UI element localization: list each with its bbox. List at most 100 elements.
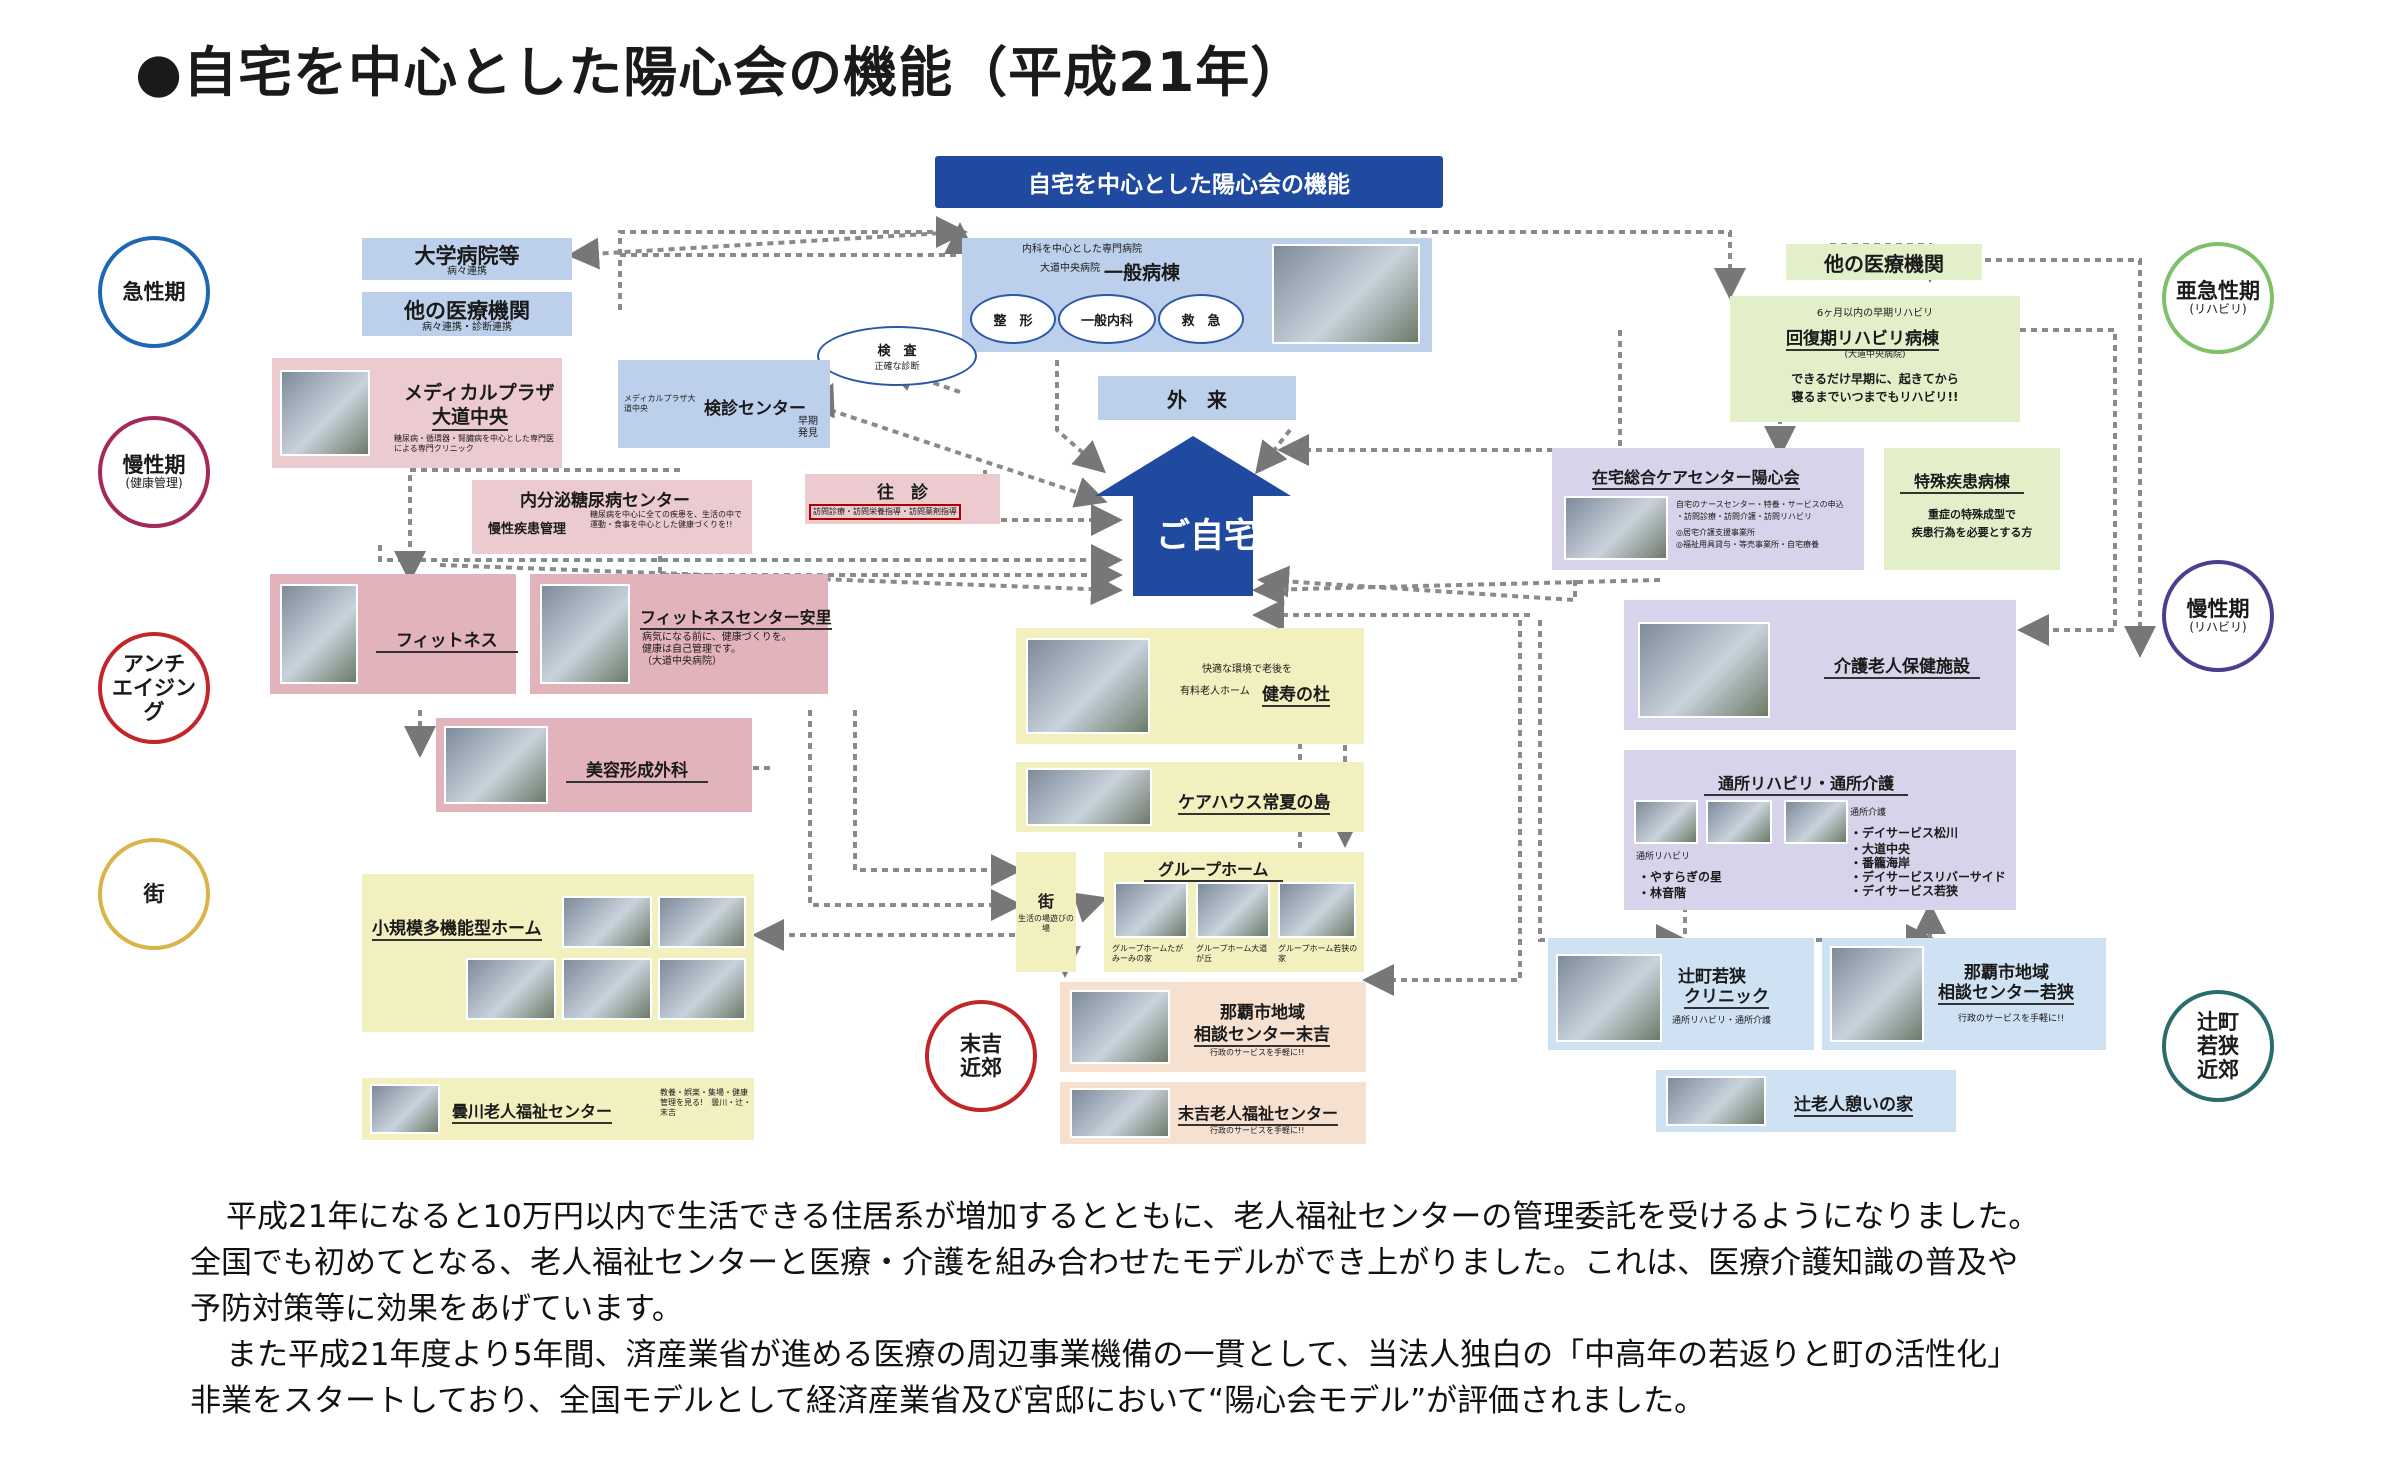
node-title: 在宅総合ケアセンター陽心会 <box>1592 464 1800 490</box>
node-title: 往 診 <box>877 483 928 503</box>
node-special-ward: 特殊疾患病棟 重症の特殊成型で 疾患行為を必要とする方 <box>1884 448 2060 570</box>
node-title: メディカルプラザ <box>404 382 555 404</box>
node-title: 健寿の杜 <box>1262 680 1330 707</box>
node-diabetes-center: 内分泌糖尿病センター 慢性疾患管理 糖尿病を中心に全ての疾患を、生活の中で運動・… <box>472 480 752 554</box>
phase-label: 街 <box>143 881 165 906</box>
facility-photo <box>1564 496 1668 560</box>
care-item: ・デイサービス若狭 <box>1850 884 1959 898</box>
node-naha-sueyoshi-center: 那覇市地域 相談センター末吉 行政のサービスを手軽に!! <box>1060 982 1366 1072</box>
node-title: 検 査 <box>877 344 917 359</box>
facility-photo <box>1666 1076 1766 1126</box>
node-title: 辻町若狭 <box>1678 967 1746 987</box>
phase-town: 街 <box>98 838 210 950</box>
node-title: フィットネス <box>376 626 518 653</box>
dept-orthopedics: 整 形 <box>970 294 1056 344</box>
node-sub-2: 健康は自己管理です。 <box>642 644 741 655</box>
gym-photo <box>280 584 358 684</box>
node-title: 一般病棟 <box>1104 262 1181 284</box>
node-small-multifunctional-home: 小規模多機能型ホーム <box>362 874 754 1032</box>
node-sogawa-welfare-center: 曇川老人福祉センター 教養・娯楽・集場・健康管理を見る! 曇川・辻・末吉 <box>362 1078 754 1140</box>
facility-photo <box>466 958 556 1020</box>
facility-photo <box>1196 882 1270 938</box>
node-sub-2: 寝るまでいつまでもリハビリ!! <box>1791 390 1959 404</box>
facility-photo <box>1784 800 1848 844</box>
node-day-rehab: 通所リハビリ・通所介護 通所リハビリ ・やすらぎの星 ・林音階 通所介護 ・デイ… <box>1624 750 2016 910</box>
node-other-hospital-right: 他の医療機関 <box>1786 244 1982 280</box>
node-outpatient: 外 来 <box>1098 376 1296 420</box>
node-kenju-no-mori: 快適な環境で老後を 有料老人ホーム 健寿の杜 <box>1016 628 1364 744</box>
phase-sublabel: (リハビリ) <box>2189 620 2247 635</box>
node-tag: 早期 <box>798 416 818 427</box>
facility-photo <box>658 896 746 948</box>
dept-internal-medicine: 一般内科 <box>1058 294 1156 344</box>
node-caption: 内科を中心とした専門病院 <box>1022 244 1142 255</box>
node-university-hospital: 大学病院等 病々連携 <box>362 238 572 280</box>
body-paragraph-line: 平成21年になると10万円以内で生活できる住居系が増加するとともに、老人福祉セン… <box>226 1199 2040 1235</box>
node-title: 他の医療機関 <box>404 299 530 323</box>
node-sub-3: （大道中央病院） <box>642 656 722 667</box>
node-title-2: 大道中央 <box>432 402 509 431</box>
phase-label: 急性期 <box>122 279 186 304</box>
node-sub: 通所リハビリ・通所介護 <box>1672 1016 1772 1026</box>
node-medical-plaza: メディカルプラザ 大道中央 糖尿病・循環器・腎臓病を中心とした専門医による専門ク… <box>272 358 562 468</box>
node-rehab-ward: 6ヶ月以内の早期リハビリ 回復期リハビリ病棟 (大道中央病院) できるだけ早期に… <box>1730 296 2020 422</box>
facility-photo <box>1026 768 1152 826</box>
node-sub: 訪問診療・訪問栄養指導・訪問薬剤指導 <box>809 504 961 520</box>
node-general-ward: 内科を中心とした専門病院 大道中央病院 一般病棟 整 形 一般内科 救 急 <box>962 238 1432 352</box>
page-title: ●自宅を中心とした陽心会の機能（平成21年） <box>135 41 1306 104</box>
node-caption: 6ヶ月以内の早期リハビリ <box>1816 308 1934 319</box>
node-title: 末吉老人福祉センター <box>1178 1100 1339 1126</box>
care-label: 通所介護 <box>1850 808 1887 818</box>
node-home-visit: 往 診 訪問診療・訪問栄養指導・訪問薬剤指導 <box>805 474 1000 524</box>
node-home: ご自宅 <box>1156 516 1258 556</box>
care-item: ・デイサービスリバーサイド <box>1850 870 2006 884</box>
facility-photo <box>1638 622 1770 718</box>
body-paragraph-line: 予防対策等に効果をあげています。 <box>190 1291 683 1327</box>
node-title: 回復期リハビリ病棟 <box>1786 324 1939 351</box>
node-pre: 有料老人ホーム <box>1180 686 1250 697</box>
hospital-photo <box>1272 244 1420 344</box>
phase-chronic: 慢性期 (健康管理) <box>98 416 210 528</box>
node-sub: 自宅のナースセンター・特養・サービスの申込 <box>1676 500 1844 509</box>
node-title: 大学病院等 <box>414 244 520 268</box>
phase-tsuji: 辻町 若狭 近郊 <box>2162 990 2274 1102</box>
node-sub: 教養・娯楽・集場・健康管理を見る! 曇川・辻・末吉 <box>660 1088 752 1117</box>
home-arrow-shape <box>1095 436 1291 596</box>
grouphome-item: グループホームたがみーみの家 <box>1112 944 1184 963</box>
facility-photo <box>1070 1088 1170 1138</box>
node-cosmetic-surgery: 美容形成外科 <box>436 718 752 812</box>
node-pre: メディカルプラザ大道中央 <box>624 394 696 413</box>
facility-photo <box>1634 800 1698 844</box>
phase-sueyoshi: 末吉 近郊 <box>925 1000 1037 1112</box>
node-title: 曇川老人福祉センター <box>452 1098 613 1124</box>
node-checkup-center: メディカルプラザ大道中央 検診センター 早期 発見 <box>618 360 830 448</box>
phase-label-3: 近郊 <box>2197 1058 2239 1083</box>
node-sub: 生活の場遊びの場 <box>1018 914 1074 933</box>
grouphome-item: グループホーム若狭の家 <box>1278 944 1358 963</box>
node-title: ケアハウス常夏の島 <box>1178 788 1331 815</box>
node-title: 那覇市地域 <box>1964 963 2049 983</box>
phase-sublabel: (健康管理) <box>125 476 183 491</box>
node-title: 検診センター <box>704 399 806 419</box>
node-care-facility: 介護老人保健施設 <box>1624 600 2016 730</box>
care-item: ・大道中央 <box>1850 842 1911 856</box>
node-tsuji-rest-house: 辻老人憩いの家 <box>1656 1070 1956 1132</box>
node-sub: 正確な診断 <box>874 362 920 372</box>
phase-acute: 急性期 <box>98 236 210 348</box>
facility-photo <box>1278 882 1356 938</box>
rehab-item: ・林音階 <box>1638 886 1687 900</box>
node-exam: 検 査 正確な診断 <box>817 326 977 386</box>
clinic-photo <box>444 726 548 804</box>
rehab-item: ・やすらぎの星 <box>1638 870 1723 884</box>
node-title-2: クリニック <box>1684 982 1769 1009</box>
node-town: 街 生活の場遊びの場 <box>1016 852 1076 972</box>
node-sub: 病気になる前に、健康づくりを。 <box>642 632 792 643</box>
node-title: 介護老人保健施設 <box>1824 652 1980 679</box>
facility-photo <box>658 958 746 1020</box>
node-title: グループホーム <box>1144 856 1283 882</box>
node-group-home: グループホーム グループホームたがみーみの家 グループホーム大道が丘 グループホ… <box>1104 852 1364 972</box>
node-fitness-center: フィットネスセンター安里 病気になる前に、健康づくりを。 健康は自己管理です。 … <box>530 574 832 694</box>
node-title: 辻老人憩いの家 <box>1794 1090 1913 1117</box>
care-item: ・デイサービス松川 <box>1850 826 1959 840</box>
node-title: 通所リハビリ・通所介護 <box>1704 770 1909 796</box>
